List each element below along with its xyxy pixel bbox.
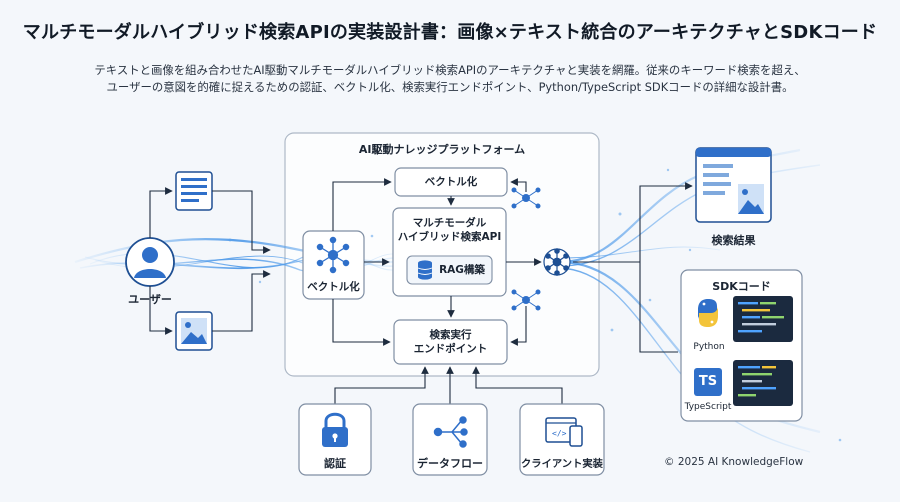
dataflow-label: データフロー [417,457,483,470]
left-vectorize-label: ベクトル化 [307,281,360,293]
subtitle-line-1: テキストと画像を組み合わせたAI駆動マルチモーダルハイブリッド検索APIのアーキ… [94,63,806,77]
lock-icon [322,412,348,447]
copyright: © 2025 AI KnowledgeFlow [664,456,804,468]
page-subtitle: テキストと画像を組み合わせたAI駆動マルチモーダルハイブリッド検索APIのアーキ… [0,62,900,96]
user-label: ユーザー [128,293,172,306]
right-connectors [573,185,692,353]
bottom-connectors [334,366,563,404]
endpoint-box [393,319,508,365]
auth-label: 認証 [324,457,346,470]
node-cluster-bottom [511,289,541,311]
device-icon: </> [545,417,583,447]
user-connectors [149,187,271,335]
sdk-label: SDKコード [712,280,771,293]
api-label: マルチモーダル ハイブリッド検索API [393,212,506,248]
image-icon [175,311,213,351]
endpoint-label-line-2: エンドポイント [413,343,488,355]
network-icon [316,236,350,274]
internal-connectors [332,178,542,346]
rag-label: RAG構築 [439,264,485,276]
platform-label: AI駆動ナレッジプラットフォーム [358,143,526,156]
api-label-line-1: マルチモーダル [412,217,487,229]
node-hub [543,248,571,276]
results-icon [695,147,772,223]
ts-badge: TS [698,374,718,389]
client-label: クライアント実装 [521,458,603,470]
code-icon [733,296,793,406]
particles [228,168,842,442]
top-vectorize-label: ベクトル化 [424,176,478,188]
user-icon [125,237,175,287]
database-icon [417,260,433,280]
flow-icon [433,416,468,448]
node-cluster-top [511,187,541,209]
endpoint-label-line-1: 検索実行 [429,329,472,341]
results-label: 検索結果 [711,234,756,247]
typescript-label: TypeScript [684,402,732,412]
endpoint-label: 検索実行 エンドポイント [394,320,507,364]
document-icon [175,171,213,211]
api-label-line-2: ハイブリッド検索API [397,231,502,243]
page-title: マルチモーダルハイブリッド検索APIの実装設計書：画像×テキスト統合のアーキテク… [22,22,878,43]
typescript-icon [694,368,722,396]
python-icon [698,299,718,327]
python-label: Python [693,342,725,352]
svg-text:</>: </> [552,429,567,438]
subtitle-line-2: ユーザーの意図を的確に捉えるための認証、ベクトル化、検索実行エンドポイント、Py… [106,80,794,94]
dataflow-box [412,403,488,476]
